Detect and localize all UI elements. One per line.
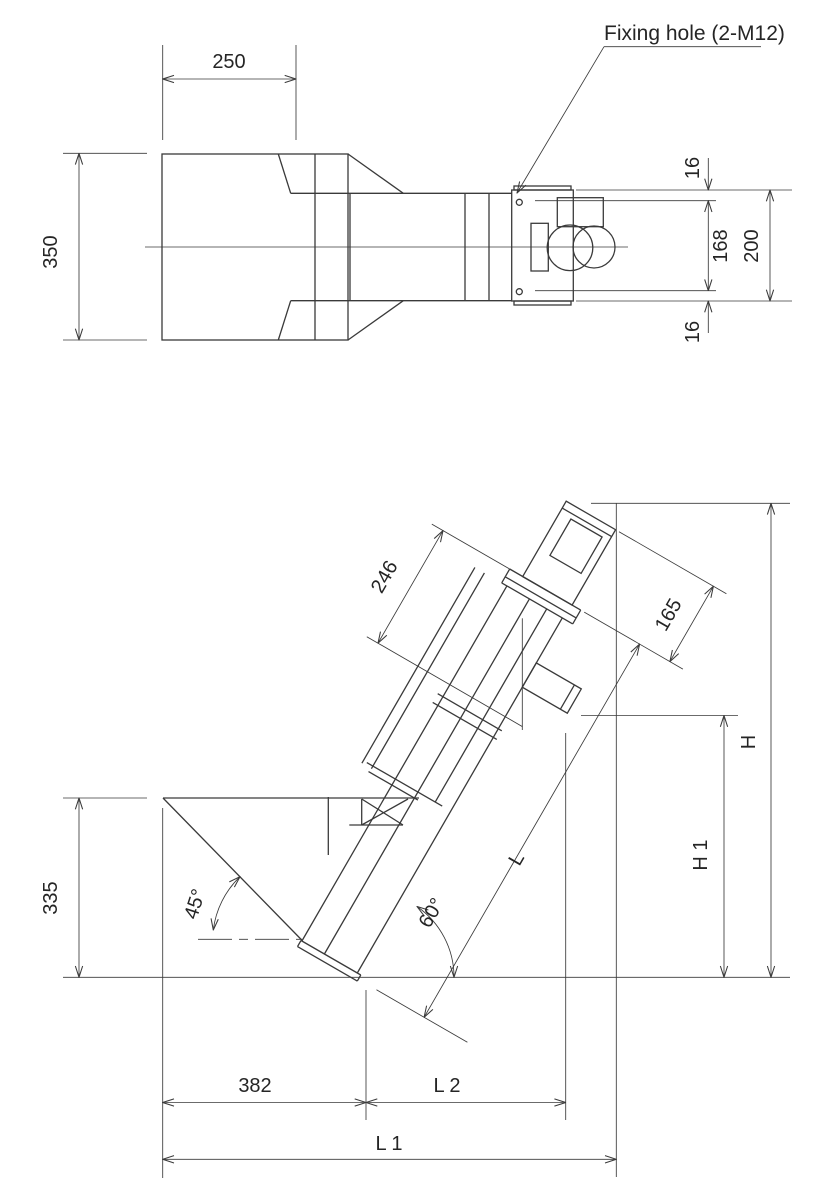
dim-L2-label: L 2 bbox=[433, 1075, 460, 1097]
dim-335-label: 335 bbox=[40, 881, 62, 914]
dim-382: 382 bbox=[163, 1075, 366, 1103]
terminal-box bbox=[556, 197, 604, 228]
dim-335: 335 bbox=[40, 798, 79, 977]
angle-60: 60° bbox=[415, 894, 454, 977]
dim-350: 350 bbox=[40, 153, 147, 340]
dim-16-bottom-label: 16 bbox=[682, 321, 704, 343]
motor-body bbox=[521, 500, 617, 606]
dim-382-label: 382 bbox=[238, 1075, 271, 1097]
dim-L1: L 1 bbox=[163, 1133, 617, 1159]
side-view-hopper-outline bbox=[162, 797, 419, 941]
dim-H1-label: H 1 bbox=[690, 839, 712, 870]
dim-165: 165 bbox=[583, 531, 727, 670]
fixing-hole-bottom bbox=[515, 288, 523, 296]
angle-45-label: 45° bbox=[180, 886, 210, 922]
dim-250-label: 250 bbox=[212, 51, 245, 73]
top-view-gearmotor bbox=[145, 197, 628, 272]
angle-60-label: 60° bbox=[415, 894, 449, 931]
angle-45: 45° bbox=[180, 877, 302, 940]
dim-L-label: L bbox=[504, 849, 529, 870]
top-view-mounting-plate bbox=[511, 185, 574, 306]
dim-L2: L 2 bbox=[366, 1075, 566, 1103]
dim-L: L bbox=[376, 644, 640, 1043]
dim-16-top-label: 16 bbox=[682, 157, 704, 179]
dim-246-label: 246 bbox=[367, 557, 403, 597]
dim-plate-stack: 16 168 16 200 bbox=[535, 157, 792, 343]
dim-250: 250 bbox=[163, 45, 296, 140]
fixing-hole-callout-label: Fixing hole (2-M12) bbox=[604, 22, 785, 45]
dim-H-label: H bbox=[738, 735, 760, 749]
side-view: 335 H H 1 382 L 2 L 1 246 bbox=[40, 500, 790, 1178]
fixing-hole-callout: Fixing hole (2-M12) bbox=[517, 22, 785, 193]
motor-terminal-window bbox=[549, 518, 603, 575]
dim-200-label: 200 bbox=[741, 229, 763, 262]
dim-165-label: 165 bbox=[651, 595, 687, 635]
dim-350-label: 350 bbox=[40, 235, 62, 268]
dim-246: 246 bbox=[367, 523, 510, 643]
dim-H1: H 1 bbox=[690, 716, 724, 978]
fixing-hole-top bbox=[515, 198, 523, 206]
dim-H: H bbox=[738, 503, 771, 977]
dim-168-label: 168 bbox=[710, 229, 732, 262]
top-view: 250 350 16 168 16 200 Fixing bbox=[40, 22, 792, 343]
motor-flange-circle bbox=[546, 224, 594, 272]
side-view-discharge-spout bbox=[521, 662, 583, 715]
side-view-motor-assembly bbox=[501, 500, 617, 625]
dim-L1-label: L 1 bbox=[375, 1133, 402, 1155]
